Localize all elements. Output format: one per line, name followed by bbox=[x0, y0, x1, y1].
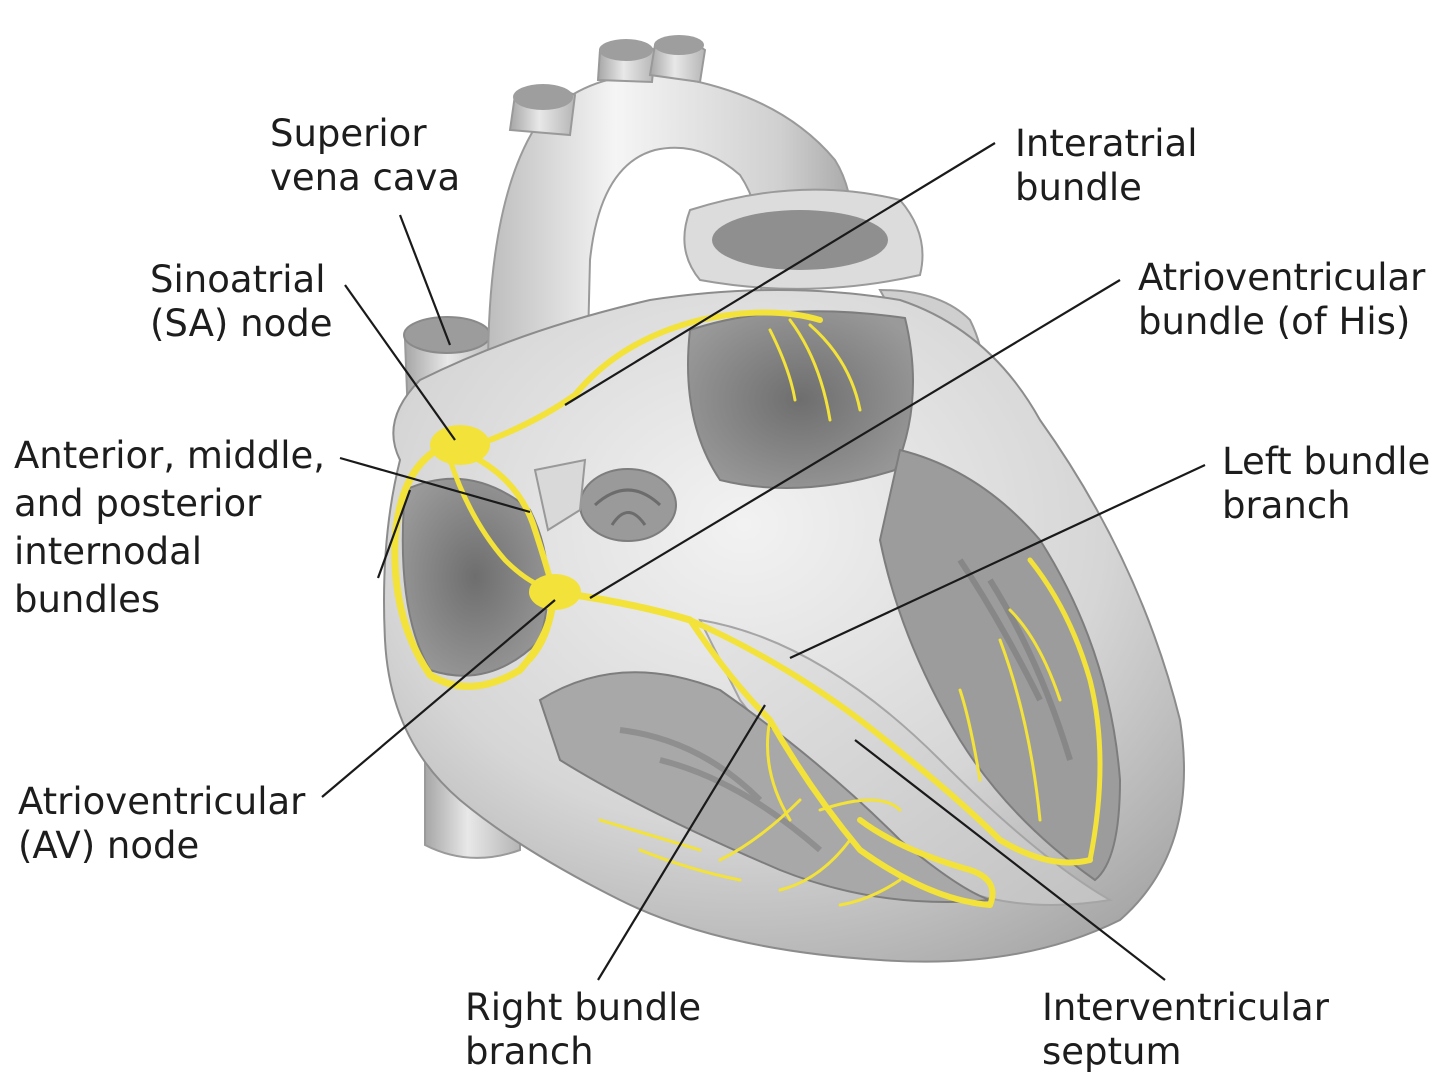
label-internodal-bundles: Anterior, middle, and posterior internod… bbox=[14, 434, 325, 621]
leader-lines bbox=[321, 142, 1206, 981]
leader-interatrial-bundle bbox=[564, 142, 996, 406]
label-right-bundle-branch: Right bundle branch bbox=[465, 986, 702, 1073]
label-left-bundle-branch: Left bundle branch bbox=[1222, 440, 1431, 527]
leader-left-bundle-branch bbox=[789, 464, 1206, 659]
label-interventricular-septum: Interventricular septum bbox=[1042, 986, 1329, 1073]
label-av-bundle: Atrioventricular bundle (of His) bbox=[1138, 256, 1426, 343]
label-av-node: Atrioventricular (AV) node bbox=[18, 780, 306, 867]
leader-sinoatrial-node bbox=[344, 284, 456, 441]
label-sinoatrial-node: Sinoatrial (SA) node bbox=[150, 258, 333, 345]
label-superior-vena-cava: Superior vena cava bbox=[270, 112, 461, 199]
leader-internodal-bundles-2 bbox=[376, 489, 412, 579]
conduction-system bbox=[391, 309, 1103, 908]
leader-av-bundle bbox=[589, 279, 1121, 599]
leader-superior-vena-cava bbox=[398, 214, 452, 346]
right-ventricle-cavity bbox=[538, 671, 991, 903]
leader-interventricular-septum bbox=[854, 739, 1166, 981]
leader-internodal-bundles bbox=[339, 456, 531, 514]
heart-body bbox=[383, 289, 1185, 963]
left-ventricle-cavity bbox=[878, 448, 1122, 882]
leader-av-node bbox=[321, 599, 556, 798]
leader-right-bundle-branch bbox=[597, 704, 766, 981]
label-interatrial-bundle: Interatrial bundle bbox=[1015, 122, 1198, 209]
